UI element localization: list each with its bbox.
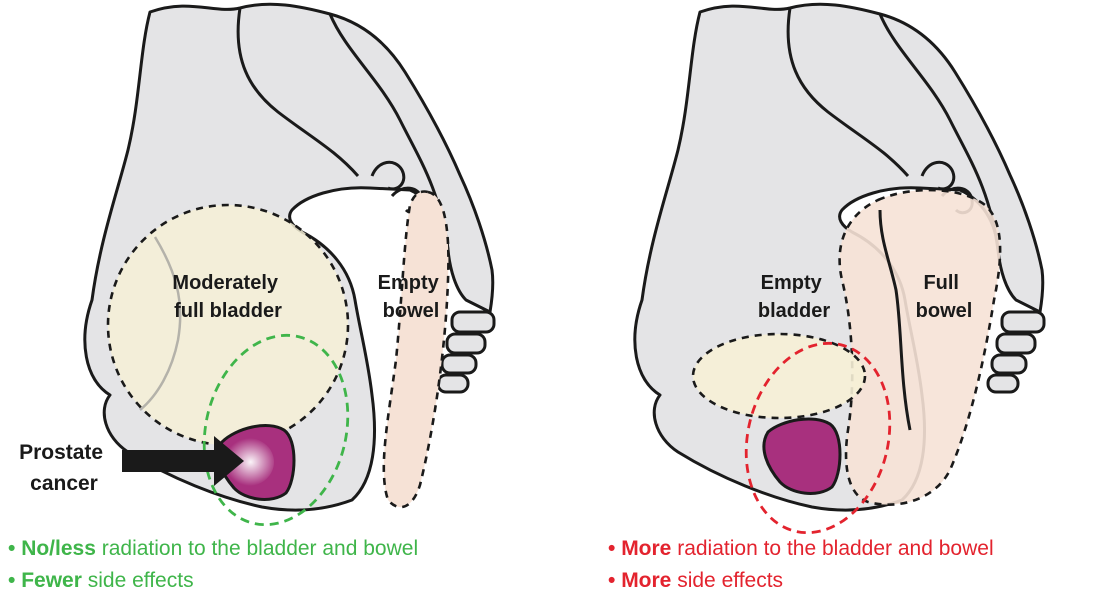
right-vertebrae bbox=[988, 312, 1044, 392]
left-panel: Moderately full bladder Empty bowel Pros… bbox=[8, 4, 494, 592]
left-bullet-1: • No/less radiation to the bladder and b… bbox=[8, 537, 418, 560]
right-bullet-2: • More side effects bbox=[608, 569, 783, 592]
right-bladder bbox=[693, 334, 865, 418]
left-bullet-2: • Fewer side effects bbox=[8, 569, 194, 592]
left-empty-bowel bbox=[384, 192, 449, 508]
left-bladder bbox=[108, 205, 348, 445]
right-bullet-1: • More radiation to the bladder and bowe… bbox=[608, 537, 994, 560]
prostate-cancer-label: Prostate cancer bbox=[19, 441, 109, 495]
right-full-bowel bbox=[840, 190, 1001, 505]
left-vertebrae bbox=[438, 312, 494, 392]
right-panel: Empty bladder Full bowel • More radiatio… bbox=[608, 4, 1044, 592]
